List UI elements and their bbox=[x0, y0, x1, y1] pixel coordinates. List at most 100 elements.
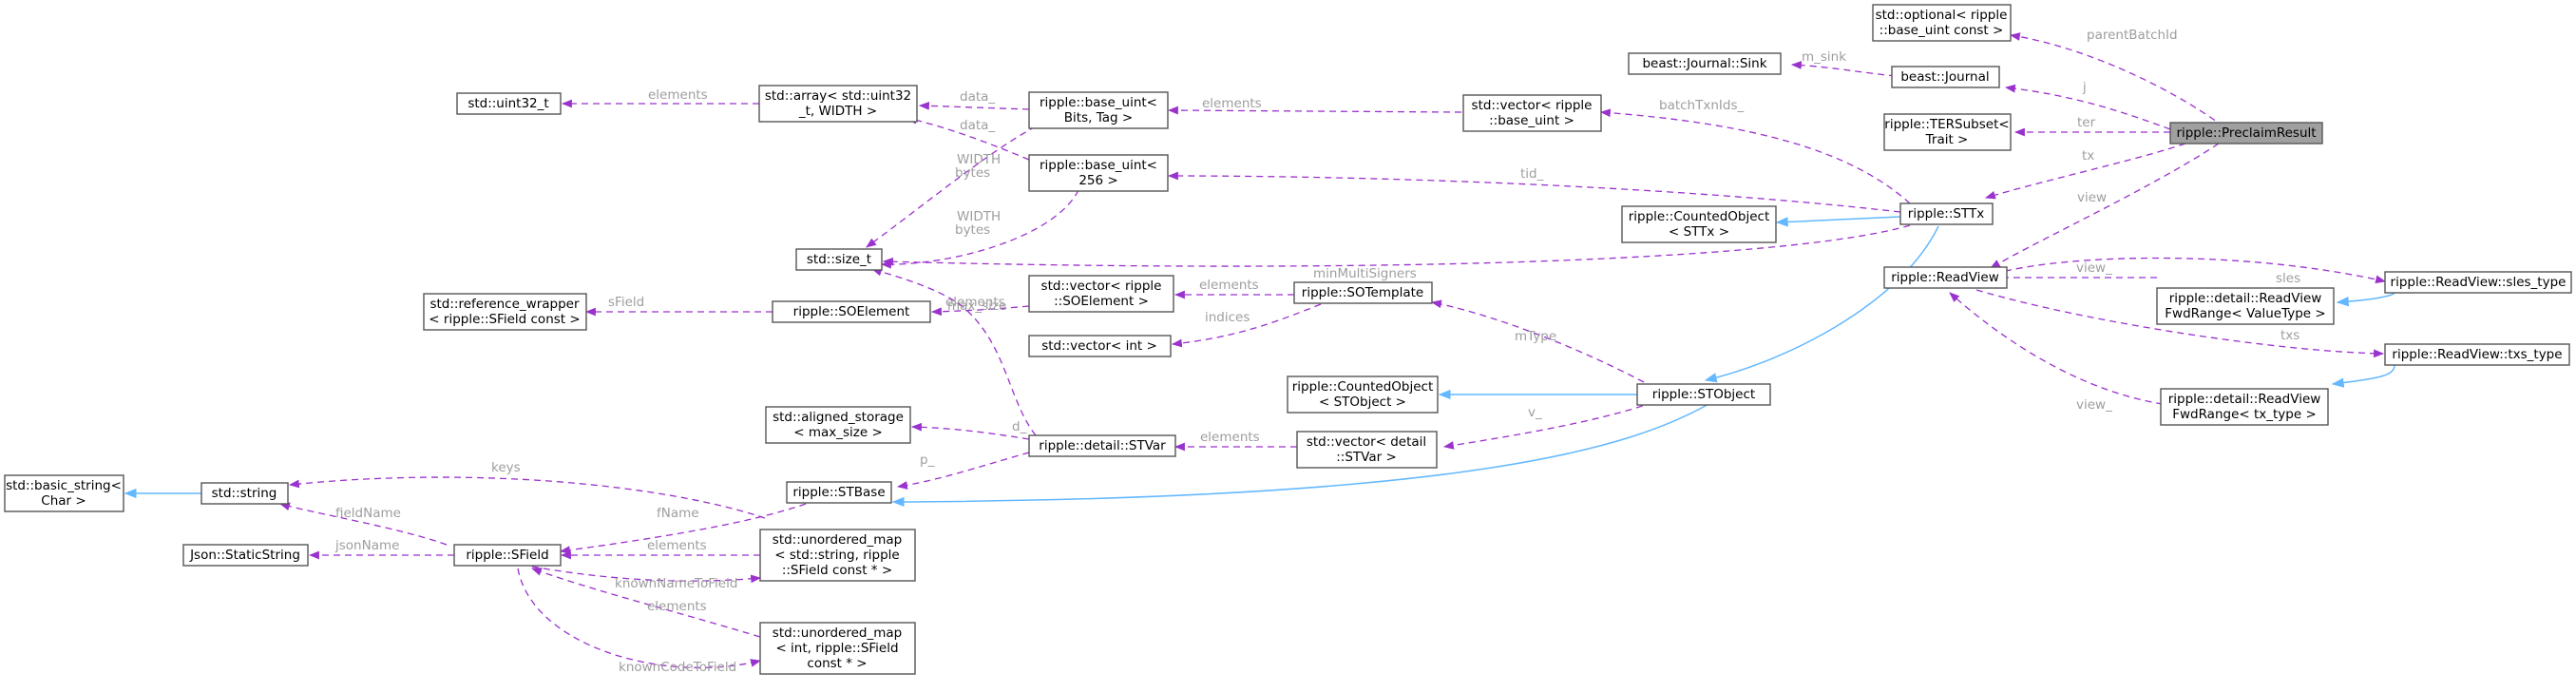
node-base-uint-bits-tag[interactable]: ripple::base_uint< Bits, Tag > bbox=[1028, 91, 1169, 129]
svg-text:ripple::TERSubset<: ripple::TERSubset< bbox=[1884, 117, 2009, 132]
edge-knownNameToField bbox=[531, 566, 762, 584]
svg-text:< max_size >: < max_size > bbox=[793, 425, 883, 440]
node-vector-base-uint[interactable]: std::vector< ripple ::base_uint > bbox=[1462, 94, 1602, 132]
svg-text:const * >: const * > bbox=[807, 656, 867, 671]
node-basic-string[interactable]: std::basic_string< Char > bbox=[4, 474, 124, 512]
svg-text:Trait >: Trait > bbox=[1925, 132, 1969, 147]
edge-label-p: p_ bbox=[920, 452, 935, 468]
svg-text:::SField const * >: ::SField const * > bbox=[782, 563, 892, 578]
node-fwdrange-valuetype[interactable]: ripple::detail::ReadView FwdRange< Value… bbox=[2156, 287, 2335, 325]
node-unordered-map-string[interactable]: std::unordered_map < std::string, ripple… bbox=[759, 529, 916, 582]
edge-elements-vec-base bbox=[1167, 106, 1462, 115]
node-uint32[interactable]: std::uint32_t bbox=[456, 92, 562, 115]
node-vector-int[interactable]: std::vector< int > bbox=[1028, 335, 1172, 357]
edge-label-v: v_ bbox=[1528, 405, 1542, 420]
edge-inherit-stobject bbox=[1704, 225, 1939, 383]
svg-text:< int, ripple::SField: < int, ripple::SField bbox=[775, 641, 898, 656]
edge-label-fieldName: fieldName bbox=[335, 506, 401, 521]
svg-text:beast::Journal: beast::Journal bbox=[1900, 69, 1989, 85]
node-soelement[interactable]: ripple::SOElement bbox=[772, 300, 931, 323]
edge-label-view-fwd1: view_ bbox=[2076, 260, 2112, 276]
svg-text:ripple::CountedObject: ripple::CountedObject bbox=[1292, 379, 1434, 395]
node-vector-stvar[interactable]: std::vector< detail ::STVar > bbox=[1296, 431, 1438, 469]
edge-label-width-bytes-1b: bytes bbox=[955, 165, 990, 181]
edge-data-2 bbox=[906, 116, 1030, 161]
edge-label-knownCodeToField: knownCodeToField bbox=[619, 660, 736, 675]
edge-label-sles: sles bbox=[2276, 271, 2300, 286]
node-readview-txs-type[interactable]: ripple::ReadView::txs_type bbox=[2384, 343, 2570, 366]
svg-text:std::vector< ripple: std::vector< ripple bbox=[1041, 279, 1162, 294]
node-stbase[interactable]: ripple::STBase bbox=[786, 481, 892, 504]
svg-text:std::vector< detail: std::vector< detail bbox=[1307, 434, 1426, 450]
node-base-uint-256[interactable]: ripple::base_uint< 256 > bbox=[1028, 154, 1169, 192]
edge-label-elements-soelement: elements bbox=[945, 295, 1005, 310]
node-stvar[interactable]: ripple::detail::STVar bbox=[1028, 434, 1176, 457]
node-unordered-map-int[interactable]: std::unordered_map < int, ripple::SField… bbox=[759, 622, 916, 675]
svg-text:Char >: Char > bbox=[41, 493, 86, 509]
edge-elements-soelement bbox=[930, 305, 1030, 317]
svg-text:std::aligned_storage: std::aligned_storage bbox=[773, 410, 904, 425]
node-vector-soelement[interactable]: std::vector< ripple ::SOElement > bbox=[1028, 275, 1174, 313]
edge-label-width-bytes-2a: WIDTH bbox=[957, 209, 1001, 224]
edge-label-view: view bbox=[2077, 190, 2107, 205]
svg-text:ripple::base_uint<: ripple::base_uint< bbox=[1040, 95, 1157, 110]
node-array-uint32[interactable]: std::array< std::uint32 _t, WIDTH > bbox=[758, 85, 918, 123]
edge-label-width-bytes-2b: bytes bbox=[955, 222, 990, 238]
svg-text:ripple::CountedObject: ripple::CountedObject bbox=[1629, 209, 1770, 224]
svg-text:::base_uint >: ::base_uint > bbox=[1489, 113, 1574, 128]
edge-label-elements-umap: elements bbox=[647, 538, 707, 553]
node-aligned-storage[interactable]: std::aligned_storage < max_size > bbox=[765, 406, 911, 444]
svg-text:::SOElement >: ::SOElement > bbox=[1054, 294, 1149, 309]
node-std-string[interactable]: std::string bbox=[200, 482, 289, 505]
svg-text:std::optional< ripple: std::optional< ripple bbox=[1876, 8, 2008, 23]
edge-batchTxnIds bbox=[1599, 108, 1911, 204]
node-readview[interactable]: ripple::ReadView bbox=[1883, 266, 2008, 289]
edge-label-minMultiSigners: minMultiSigners bbox=[1313, 266, 1417, 281]
node-ter-subset[interactable]: ripple::TERSubset< Trait > bbox=[1883, 113, 2012, 151]
node-counted-object-stobject[interactable]: ripple::CountedObject < STObject > bbox=[1287, 375, 1439, 414]
svg-text:ripple::SField: ripple::SField bbox=[466, 548, 548, 563]
node-readview-sles-type[interactable]: ripple::ReadView::sles_type bbox=[2384, 271, 2572, 294]
edge-label-elements-soelem: elements bbox=[1199, 278, 1259, 293]
edge-label-elements-array: elements bbox=[648, 87, 708, 103]
svg-text:ripple::base_uint<: ripple::base_uint< bbox=[1040, 158, 1157, 173]
node-journal[interactable]: beast::Journal bbox=[1891, 66, 2000, 88]
edge-label-ter: ter bbox=[2077, 115, 2096, 130]
edge-label-data-2: data_ bbox=[960, 118, 995, 133]
edge-max-size bbox=[870, 267, 1037, 436]
node-sotemplate[interactable]: ripple::SOTemplate bbox=[1293, 281, 1433, 304]
node-json-static-string[interactable]: Json::StaticString bbox=[182, 544, 309, 567]
node-optional-base-uint[interactable]: std::optional< ripple ::base_uint const … bbox=[1872, 4, 2012, 42]
nodes: ripple::PreclaimResult std::optional< ri… bbox=[4, 4, 2572, 675]
edge-inherit-fwd-txtype bbox=[2331, 364, 2395, 388]
node-reference-wrapper[interactable]: std::reference_wrapper < ripple::SField … bbox=[423, 293, 587, 331]
svg-text:< STObject >: < STObject > bbox=[1319, 395, 1406, 410]
edge-p bbox=[896, 452, 1030, 490]
edge-knownCodeToField bbox=[517, 568, 762, 669]
svg-text:std::reference_wrapper: std::reference_wrapper bbox=[429, 297, 580, 312]
svg-text:ripple::detail::ReadView: ripple::detail::ReadView bbox=[2169, 291, 2322, 306]
edge-fName bbox=[559, 503, 807, 555]
svg-text:ripple::ReadView::sles_type: ripple::ReadView::sles_type bbox=[2391, 275, 2566, 290]
edge-label-elements-vec-base: elements bbox=[1202, 96, 1262, 111]
edge-d bbox=[910, 422, 1030, 440]
edge-tx bbox=[1984, 143, 2186, 200]
edge-elements-umap2 bbox=[530, 568, 761, 638]
node-stobject[interactable]: ripple::STObject bbox=[1636, 383, 1771, 406]
node-counted-object-sttx[interactable]: ripple::CountedObject < STTx > bbox=[1621, 205, 1777, 243]
svg-text:FwdRange< tx_type >: FwdRange< tx_type > bbox=[2172, 407, 2317, 422]
edge-label-parentBatchId: parentBatchId bbox=[2087, 28, 2178, 43]
node-journal-sink[interactable]: beast::Journal::Sink bbox=[1628, 52, 1782, 75]
edge-label-tx: tx bbox=[2082, 148, 2094, 164]
edge-inherit-stbase bbox=[891, 402, 1711, 508]
node-sfield[interactable]: ripple::SField bbox=[453, 544, 562, 567]
node-preclaim-result[interactable]: ripple::PreclaimResult bbox=[2169, 122, 2323, 144]
svg-text:_t, WIDTH >: _t, WIDTH > bbox=[798, 104, 877, 119]
node-fwdrange-txtype[interactable]: ripple::detail::ReadView FwdRange< tx_ty… bbox=[2160, 388, 2329, 426]
edge-mType bbox=[1430, 299, 1645, 383]
node-size-t[interactable]: std::size_t bbox=[795, 248, 883, 271]
svg-text:ripple::PreclaimResult: ripple::PreclaimResult bbox=[2176, 125, 2316, 141]
svg-text:Bits, Tag >: Bits, Tag > bbox=[1064, 110, 1133, 125]
edge-label-sField: sField bbox=[608, 295, 644, 310]
node-sttx[interactable]: ripple::STTx bbox=[1899, 202, 1994, 225]
